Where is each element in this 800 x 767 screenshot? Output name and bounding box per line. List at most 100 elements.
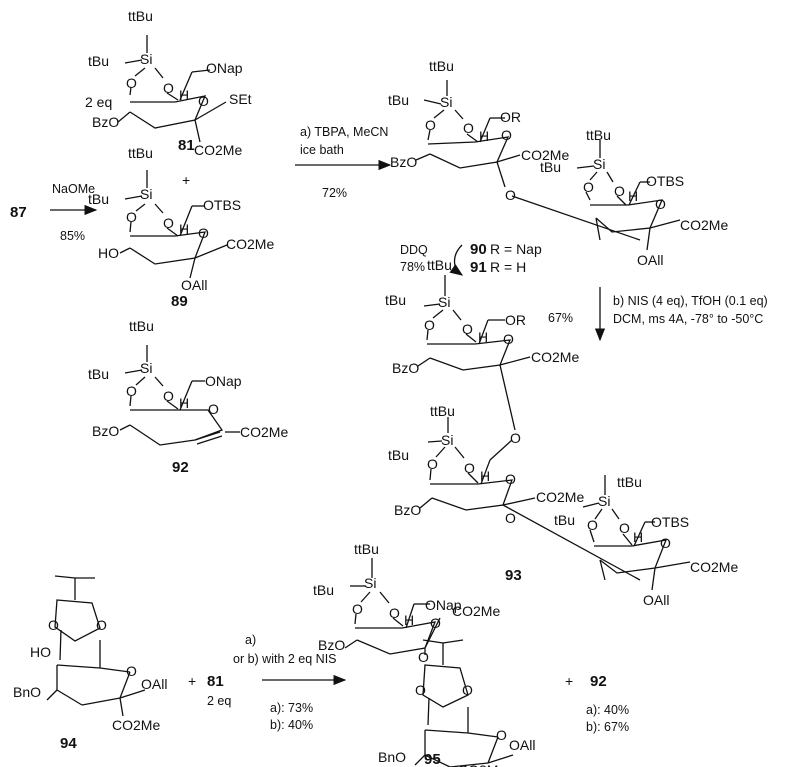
svg-text:OAll: OAll: [643, 592, 669, 608]
svg-text:CO2Me: CO2Me: [194, 142, 242, 158]
svg-text:Si: Si: [598, 493, 610, 509]
svg-text:O: O: [505, 471, 516, 487]
svg-text:O: O: [655, 196, 666, 212]
svg-text:OTBS: OTBS: [651, 514, 689, 530]
svg-text:O: O: [501, 127, 512, 143]
svg-text:HO: HO: [98, 245, 119, 261]
svg-text:O: O: [163, 80, 174, 96]
svg-text:93: 93: [505, 567, 522, 584]
svg-text:tBu: tBu: [540, 159, 561, 175]
svg-text:67%: 67%: [548, 311, 573, 325]
svg-text:2 eq: 2 eq: [85, 94, 112, 110]
svg-text:b): 67%: b): 67%: [586, 720, 629, 734]
svg-text:ttBu: ttBu: [617, 474, 642, 490]
compound-93: ttBu Si tBu O O H OR O CO2Me BzO O ttBu …: [385, 257, 738, 608]
svg-text:ONap: ONap: [205, 373, 242, 389]
svg-text:Si: Si: [438, 294, 450, 310]
svg-text:78%: 78%: [400, 260, 425, 274]
svg-text:91: 91: [470, 259, 487, 276]
svg-text:92: 92: [172, 459, 189, 476]
svg-text:OTBS: OTBS: [646, 173, 684, 189]
svg-text:Si: Si: [441, 432, 453, 448]
svg-text:tBu: tBu: [388, 92, 409, 108]
svg-text:H: H: [404, 612, 414, 628]
svg-text:tBu: tBu: [388, 447, 409, 463]
compound-95: ttBu Si tBu O O H ONap O CO2Me BzO O O O…: [313, 541, 535, 767]
svg-text:O: O: [660, 535, 671, 551]
svg-text:O: O: [619, 520, 630, 536]
svg-text:O: O: [163, 215, 174, 231]
svg-text:+: +: [188, 673, 196, 689]
svg-text:O: O: [505, 510, 516, 526]
svg-text:O: O: [126, 209, 137, 225]
svg-text:O: O: [425, 117, 436, 133]
svg-text:a): 40%: a): 40%: [586, 703, 629, 717]
compound-94: O O O HO BnO OAll CO2Me 94: [13, 575, 167, 752]
label-91: 91 R = H: [470, 259, 526, 276]
svg-text:+: +: [565, 673, 573, 689]
svg-text:H: H: [179, 87, 189, 103]
svg-text:OR: OR: [505, 312, 526, 328]
svg-text:OR: OR: [500, 109, 521, 125]
svg-text:O: O: [427, 456, 438, 472]
svg-text:Si: Si: [140, 51, 152, 67]
compound-92: ttBu Si tBu O O H ONap O CO2Me BzO 92: [88, 318, 288, 476]
svg-text:Si: Si: [440, 94, 452, 110]
svg-text:O: O: [510, 430, 521, 446]
byproduct-92: + 92 a): 40% b): 67%: [565, 673, 629, 734]
svg-text:ttBu: ttBu: [427, 257, 452, 273]
reaction-arrow-2: a) TBPA, MeCN ice bath 72%: [295, 125, 392, 200]
svg-text:H: H: [179, 221, 189, 237]
svg-text:CO2Me: CO2Me: [680, 217, 728, 233]
compound-90-91: ttBu Si tBu O O H OR O CO2Me BzO O ttBu …: [388, 58, 728, 268]
svg-text:OAll: OAll: [181, 277, 207, 293]
svg-text:ttBu: ttBu: [354, 541, 379, 557]
svg-text:72%: 72%: [322, 186, 347, 200]
svg-text:O: O: [424, 317, 435, 333]
svg-text:a): 73%: a): 73%: [270, 701, 313, 715]
svg-text:O: O: [583, 179, 594, 195]
svg-text:H: H: [478, 329, 488, 345]
svg-text:ttBu: ttBu: [429, 58, 454, 74]
svg-text:OAll: OAll: [509, 737, 535, 753]
svg-text:OAll: OAll: [637, 252, 663, 268]
svg-text:2 eq: 2 eq: [207, 694, 231, 708]
svg-text:O: O: [208, 401, 219, 417]
svg-text:b): 40%: b): 40%: [270, 718, 313, 732]
svg-text:R = H: R = H: [490, 259, 526, 275]
compound-89: ttBu Si tBu O O H OTBS O CO2Me HO OAll 8…: [88, 145, 274, 310]
svg-text:CO2Me: CO2Me: [531, 349, 579, 365]
svg-text:H: H: [179, 395, 189, 411]
svg-text:ttBu: ttBu: [128, 145, 153, 161]
svg-text:O: O: [496, 727, 507, 743]
svg-text:CO2Me: CO2Me: [521, 147, 569, 163]
svg-text:H: H: [628, 188, 638, 204]
svg-text:O: O: [163, 388, 174, 404]
svg-text:BzO: BzO: [392, 360, 419, 376]
ddq-step: DDQ 78%: [400, 243, 464, 276]
svg-text:Si: Si: [140, 186, 152, 202]
svg-text:ONap: ONap: [425, 597, 462, 613]
svg-text:CO2Me: CO2Me: [240, 424, 288, 440]
svg-text:Si: Si: [364, 575, 376, 591]
svg-text:O: O: [389, 605, 400, 621]
svg-text:O: O: [430, 615, 441, 631]
svg-text:BzO: BzO: [92, 114, 119, 130]
svg-text:HO: HO: [30, 644, 51, 660]
svg-text:81: 81: [207, 673, 224, 690]
compound-81: ttBu Si tBu O O H ONap O SEt CO2Me BzO 2…: [85, 8, 252, 158]
svg-text:ttBu: ttBu: [129, 318, 154, 334]
svg-text:O: O: [505, 187, 516, 203]
svg-text:BnO: BnO: [378, 749, 406, 765]
svg-text:O: O: [462, 682, 473, 698]
svg-text:CO2Me: CO2Me: [226, 236, 274, 252]
svg-text:Si: Si: [593, 156, 605, 172]
svg-text:95: 95: [424, 751, 441, 767]
compound-87-label: 87: [10, 204, 27, 221]
svg-text:BzO: BzO: [390, 154, 417, 170]
svg-text:CO2Me: CO2Me: [452, 603, 500, 619]
svg-text:ONap: ONap: [206, 60, 243, 76]
plus-sign: +: [182, 172, 190, 188]
svg-text:CO2Me: CO2Me: [536, 489, 584, 505]
